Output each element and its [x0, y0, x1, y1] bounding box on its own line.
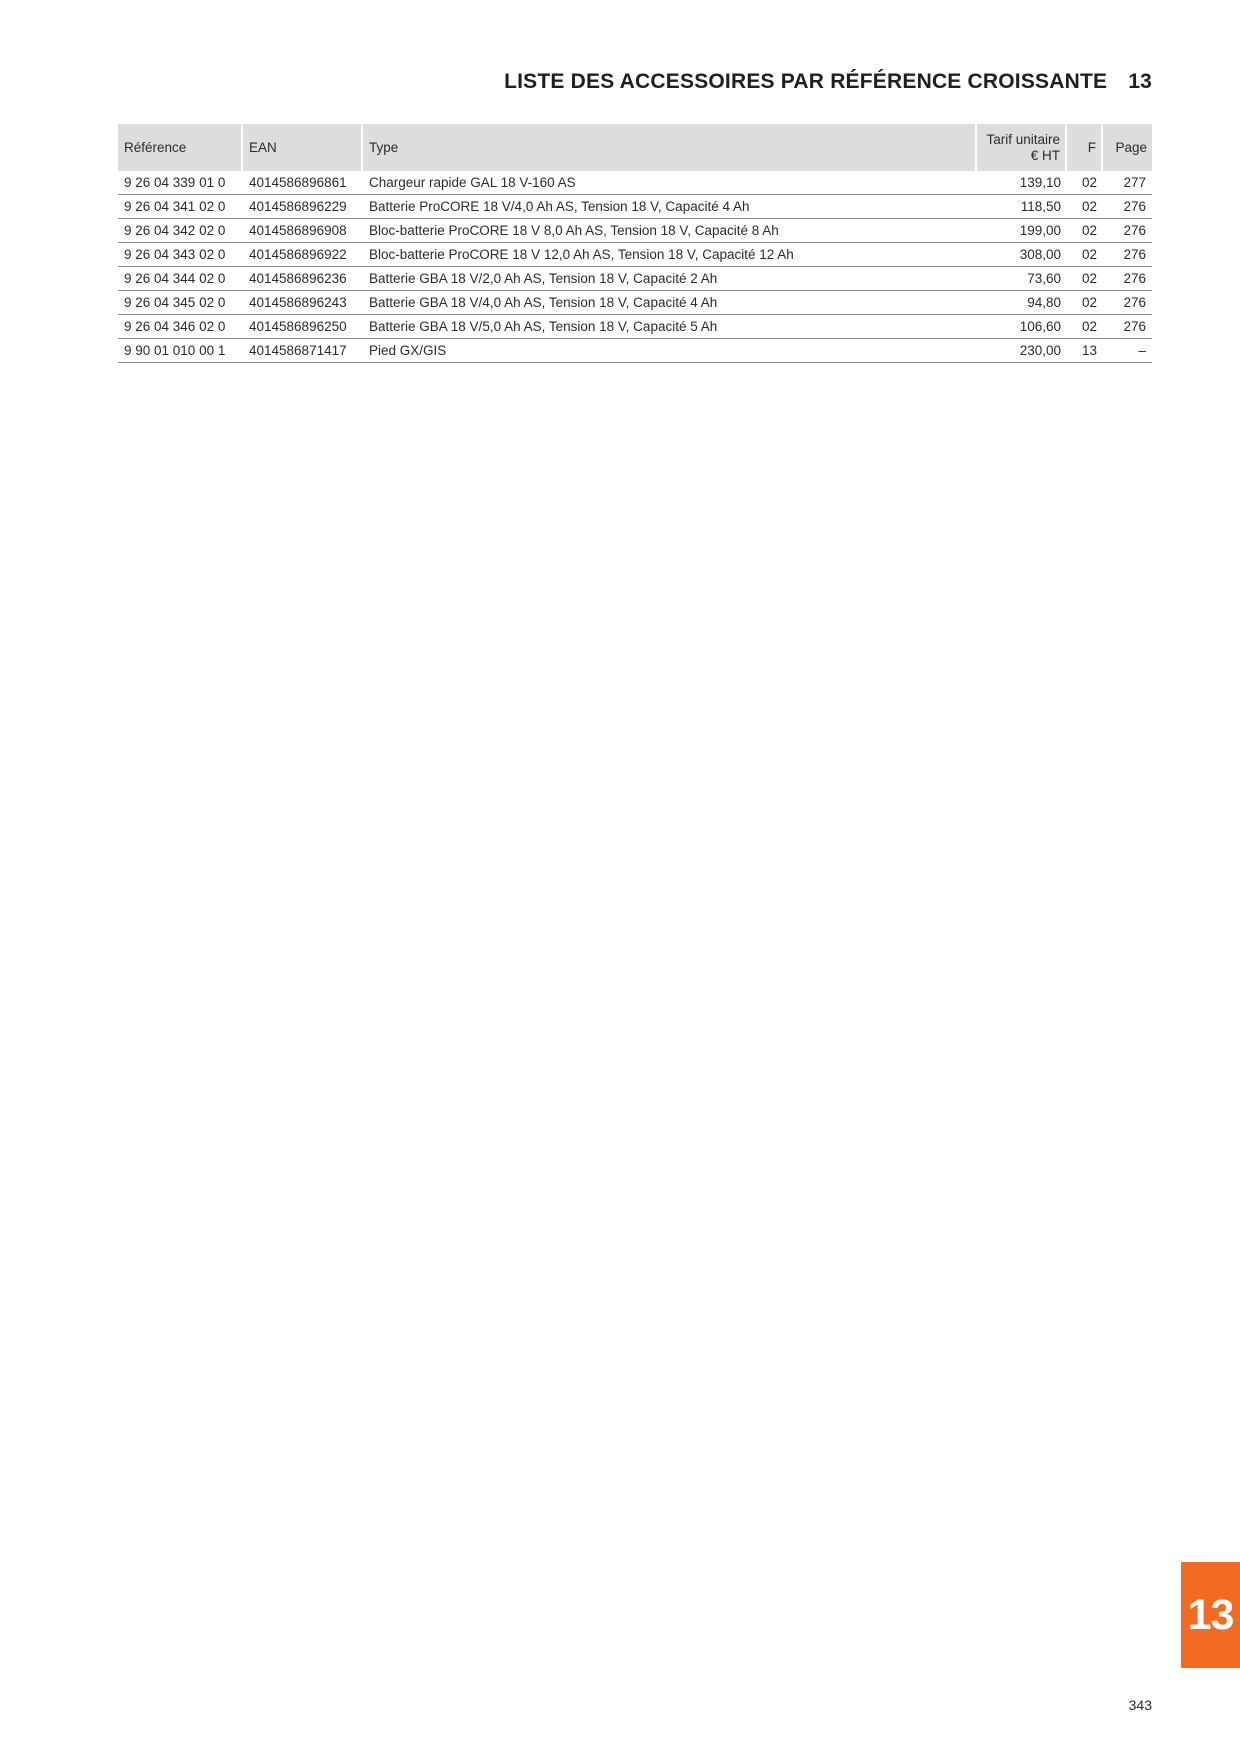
- table-row: 9 26 04 339 01 0 4014586896861 Chargeur …: [118, 171, 1152, 195]
- table-row: 9 26 04 344 02 0 4014586896236 Batterie …: [118, 267, 1152, 291]
- cell-reference: 9 26 04 345 02 0: [124, 295, 226, 310]
- chapter-number: 13: [1128, 70, 1152, 93]
- cell-ean: 4014586871417: [249, 343, 347, 358]
- cell-reference: 9 26 04 341 02 0: [124, 199, 226, 214]
- cell-type: Batterie ProCORE 18 V/4,0 Ah AS, Tension…: [369, 199, 750, 214]
- cell-reference: 9 26 04 342 02 0: [124, 223, 226, 238]
- cell-price: 73,60: [1027, 271, 1061, 286]
- table-row: 9 90 01 010 00 1 4014586871417 Pied GX/G…: [118, 339, 1152, 363]
- cell-type: Batterie GBA 18 V/5,0 Ah AS, Tension 18 …: [369, 319, 718, 334]
- header-price: Tarif unitaire € HT: [977, 124, 1065, 171]
- cell-price: 230,00: [1019, 343, 1061, 358]
- cell-type: Pied GX/GIS: [369, 343, 447, 358]
- cell-price: 199,00: [1019, 223, 1061, 238]
- header-price-line2: € HT: [1030, 147, 1060, 163]
- cell-f: 02: [1081, 199, 1097, 214]
- cell-reference: 9 26 04 339 01 0: [124, 175, 226, 190]
- table-row: 9 26 04 346 02 0 4014586896250 Batterie …: [118, 315, 1152, 339]
- cell-ean: 4014586896243: [249, 295, 347, 310]
- cell-type: Bloc-batterie ProCORE 18 V 8,0 Ah AS, Te…: [369, 223, 779, 238]
- table-header: Référence EAN Type Tarif unitaire € HT F…: [118, 124, 1152, 171]
- cell-page: 276: [1123, 223, 1146, 238]
- cell-f: 02: [1081, 247, 1097, 262]
- header-price-line1: Tarif unitaire: [986, 131, 1060, 147]
- cell-price: 94,80: [1027, 295, 1061, 310]
- cell-ean: 4014586896236: [249, 271, 347, 286]
- page-title: LISTE DES ACCESSOIRES PAR RÉFÉRENCE CROI…: [504, 70, 1108, 93]
- cell-ean: 4014586896250: [249, 319, 347, 334]
- header-f: F: [1067, 124, 1101, 171]
- cell-type: Batterie GBA 18 V/2,0 Ah AS, Tension 18 …: [369, 271, 718, 286]
- cell-price: 106,60: [1019, 319, 1061, 334]
- cell-type: Batterie GBA 18 V/4,0 Ah AS, Tension 18 …: [369, 295, 718, 310]
- cell-page: 276: [1123, 271, 1146, 286]
- cell-ean: 4014586896861: [249, 175, 347, 190]
- cell-ean: 4014586896908: [249, 223, 347, 238]
- cell-price: 139,10: [1019, 175, 1061, 190]
- chapter-tab: 13: [1181, 1562, 1240, 1668]
- accessories-table: Référence EAN Type Tarif unitaire € HT F…: [118, 124, 1152, 363]
- cell-page: 276: [1123, 199, 1146, 214]
- header-reference: Référence: [118, 124, 241, 171]
- header-page: Page: [1103, 124, 1152, 171]
- cell-price: 308,00: [1019, 247, 1061, 262]
- cell-page: 276: [1123, 295, 1146, 310]
- running-title: LISTE DES ACCESSOIRES PAR RÉFÉRENCE CROI…: [504, 69, 1152, 95]
- table-row: 9 26 04 341 02 0 4014586896229 Batterie …: [118, 195, 1152, 219]
- cell-reference: 9 90 01 010 00 1: [124, 343, 226, 358]
- cell-reference: 9 26 04 343 02 0: [124, 247, 226, 262]
- cell-price: 118,50: [1020, 199, 1061, 214]
- table-row: 9 26 04 343 02 0 4014586896922 Bloc-batt…: [118, 243, 1152, 267]
- cell-type: Chargeur rapide GAL 18 V-160 AS: [369, 175, 576, 190]
- cell-page: 276: [1123, 247, 1146, 262]
- cell-ean: 4014586896229: [249, 199, 347, 214]
- cell-type: Bloc-batterie ProCORE 18 V 12,0 Ah AS, T…: [369, 247, 794, 262]
- table-row: 9 26 04 345 02 0 4014586896243 Batterie …: [118, 291, 1152, 315]
- cell-f: 02: [1081, 319, 1097, 334]
- cell-page: 277: [1123, 175, 1146, 190]
- cell-f: 02: [1081, 271, 1097, 286]
- cell-ean: 4014586896922: [249, 247, 347, 262]
- chapter-tab-label: 13: [1187, 1590, 1235, 1639]
- header-ean: EAN: [243, 124, 361, 171]
- header-type: Type: [363, 124, 975, 171]
- cell-f: 02: [1081, 175, 1097, 190]
- cell-f: 02: [1081, 223, 1097, 238]
- cell-page: –: [1138, 343, 1146, 358]
- cell-reference: 9 26 04 346 02 0: [124, 319, 226, 334]
- cell-f: 02: [1081, 295, 1097, 310]
- table-row: 9 26 04 342 02 0 4014586896908 Bloc-batt…: [118, 219, 1152, 243]
- cell-page: 276: [1123, 319, 1146, 334]
- page-number: 343: [1128, 1697, 1152, 1713]
- cell-reference: 9 26 04 344 02 0: [124, 271, 226, 286]
- cell-f: 13: [1081, 343, 1097, 358]
